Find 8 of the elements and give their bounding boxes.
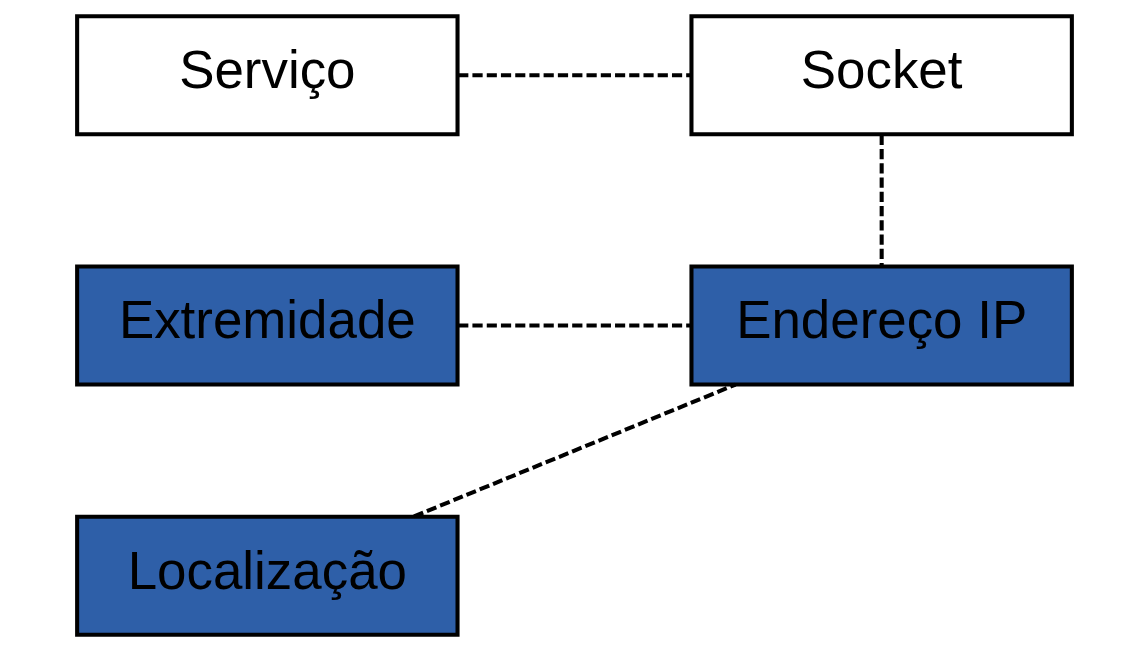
node-box: Serviço (74, 14, 460, 137)
connector (457, 323, 691, 328)
connector (457, 73, 691, 78)
node-box: Localização (74, 514, 460, 637)
node-box: Endereço IP (688, 264, 1074, 387)
node-box: Extremidade (74, 264, 460, 387)
node-box: Socket (688, 14, 1074, 137)
connector (879, 134, 884, 266)
